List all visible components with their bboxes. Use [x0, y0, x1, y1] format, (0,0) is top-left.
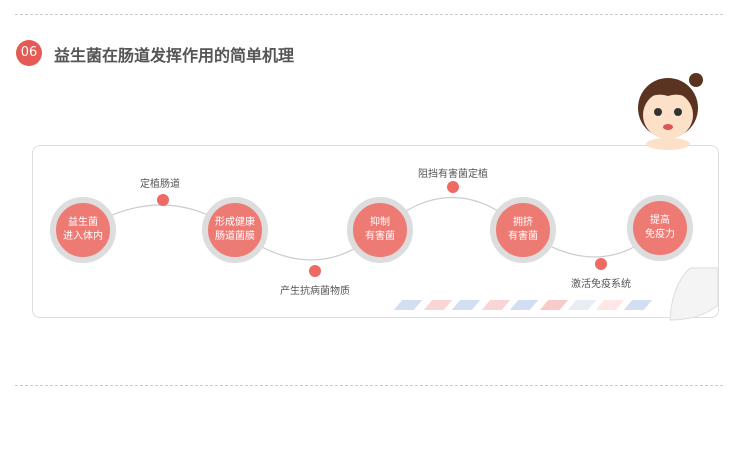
page-curl: [669, 267, 719, 321]
step-node: 提高免疫力: [627, 195, 693, 261]
step-text: 有害菌: [508, 231, 538, 242]
section-number-badge: 06: [16, 40, 42, 66]
step-node: 益生菌进入体内: [50, 197, 116, 263]
connector-dot: [595, 258, 607, 270]
step-node: 抑制有害菌: [347, 197, 413, 263]
step-text: 形成健康: [215, 217, 255, 228]
step-text: 肠道菌膜: [215, 231, 255, 242]
connector-label: 产生抗病菌物质: [280, 286, 350, 297]
step-text: 提高: [650, 215, 670, 226]
step-node: 形成健康肠道菌膜: [202, 197, 268, 263]
step-text: 进入体内: [63, 231, 103, 242]
connector-dot: [309, 265, 321, 277]
step-text: 益生菌: [68, 217, 98, 228]
connector-label: 激活免疫系统: [571, 279, 631, 290]
top-divider: [15, 14, 723, 15]
connector-dot: [157, 194, 169, 206]
step-text: 抑制: [370, 217, 390, 228]
connector-label: 阻挡有害菌定植: [418, 169, 488, 180]
connector-dot: [447, 181, 459, 193]
section-title: 益生菌在肠道发挥作用的简单机理: [54, 46, 295, 65]
step-node: 拥挤有害菌: [490, 197, 556, 263]
connector-label: 定植肠道: [140, 179, 180, 190]
step-text: 拥挤: [513, 217, 533, 228]
bottom-divider: [15, 385, 723, 386]
girl-illustration: [638, 73, 703, 150]
step-text: 免疫力: [645, 229, 675, 240]
step-text: 有害菌: [365, 231, 395, 242]
